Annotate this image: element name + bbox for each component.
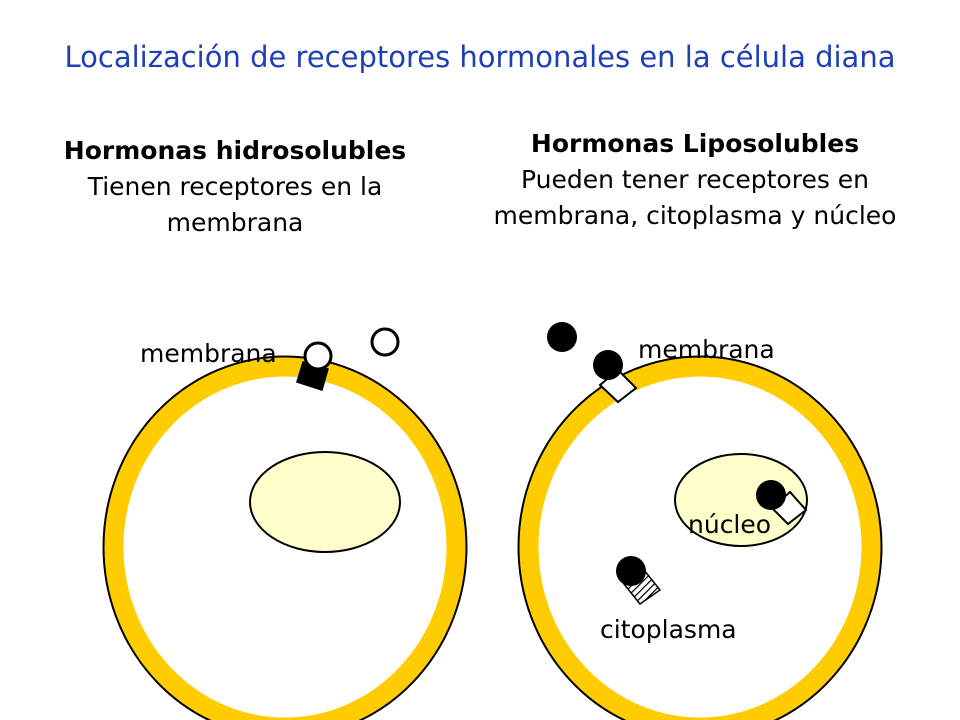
hydrosoluble-cell: membrana xyxy=(102,327,468,720)
right-membrane-label: membrana xyxy=(638,335,775,364)
liposoluble-heading-block: Hormonas Liposolubles Pueden tener recep… xyxy=(455,126,935,234)
cytoplasm-label: citoplasma xyxy=(600,615,737,644)
liposoluble-cell: membrana núcleo citoplasma xyxy=(517,322,883,720)
left-cell-nucleus xyxy=(249,451,401,553)
hydrosoluble-heading: Hormonas hidrosolubles xyxy=(63,136,407,165)
liposoluble-heading: Hormonas Liposolubles xyxy=(530,129,860,158)
hydrosoluble-hormone-bound xyxy=(303,341,333,371)
lipo-hormone-free xyxy=(547,322,577,352)
liposoluble-description-line-1: Pueden tener receptores en xyxy=(520,165,870,194)
nucleus-label: núcleo xyxy=(688,510,771,539)
hydrosoluble-description-line-2: membrana xyxy=(166,208,304,237)
left-membrane-label: membrana xyxy=(140,339,277,368)
right-cell-nucleus xyxy=(674,453,808,547)
page-title: Localización de receptores hormonales en… xyxy=(64,40,896,74)
right-cell-membrane-fill xyxy=(519,357,881,720)
lipo-hormone-nuclear-bound xyxy=(756,480,786,510)
lipo-hormone-cytoplasm-bound xyxy=(616,556,646,586)
hydrosoluble-heading-block: Hormonas hidrosolubles Tienen receptores… xyxy=(30,133,440,241)
liposoluble-description-line-2: membrana, citoplasma y núcleo xyxy=(493,201,897,230)
hydrosoluble-hormone-free xyxy=(370,327,400,357)
lipo-hormone-membrane-bound xyxy=(593,350,623,380)
hydrosoluble-description-line-1: Tienen receptores en la xyxy=(87,172,383,201)
